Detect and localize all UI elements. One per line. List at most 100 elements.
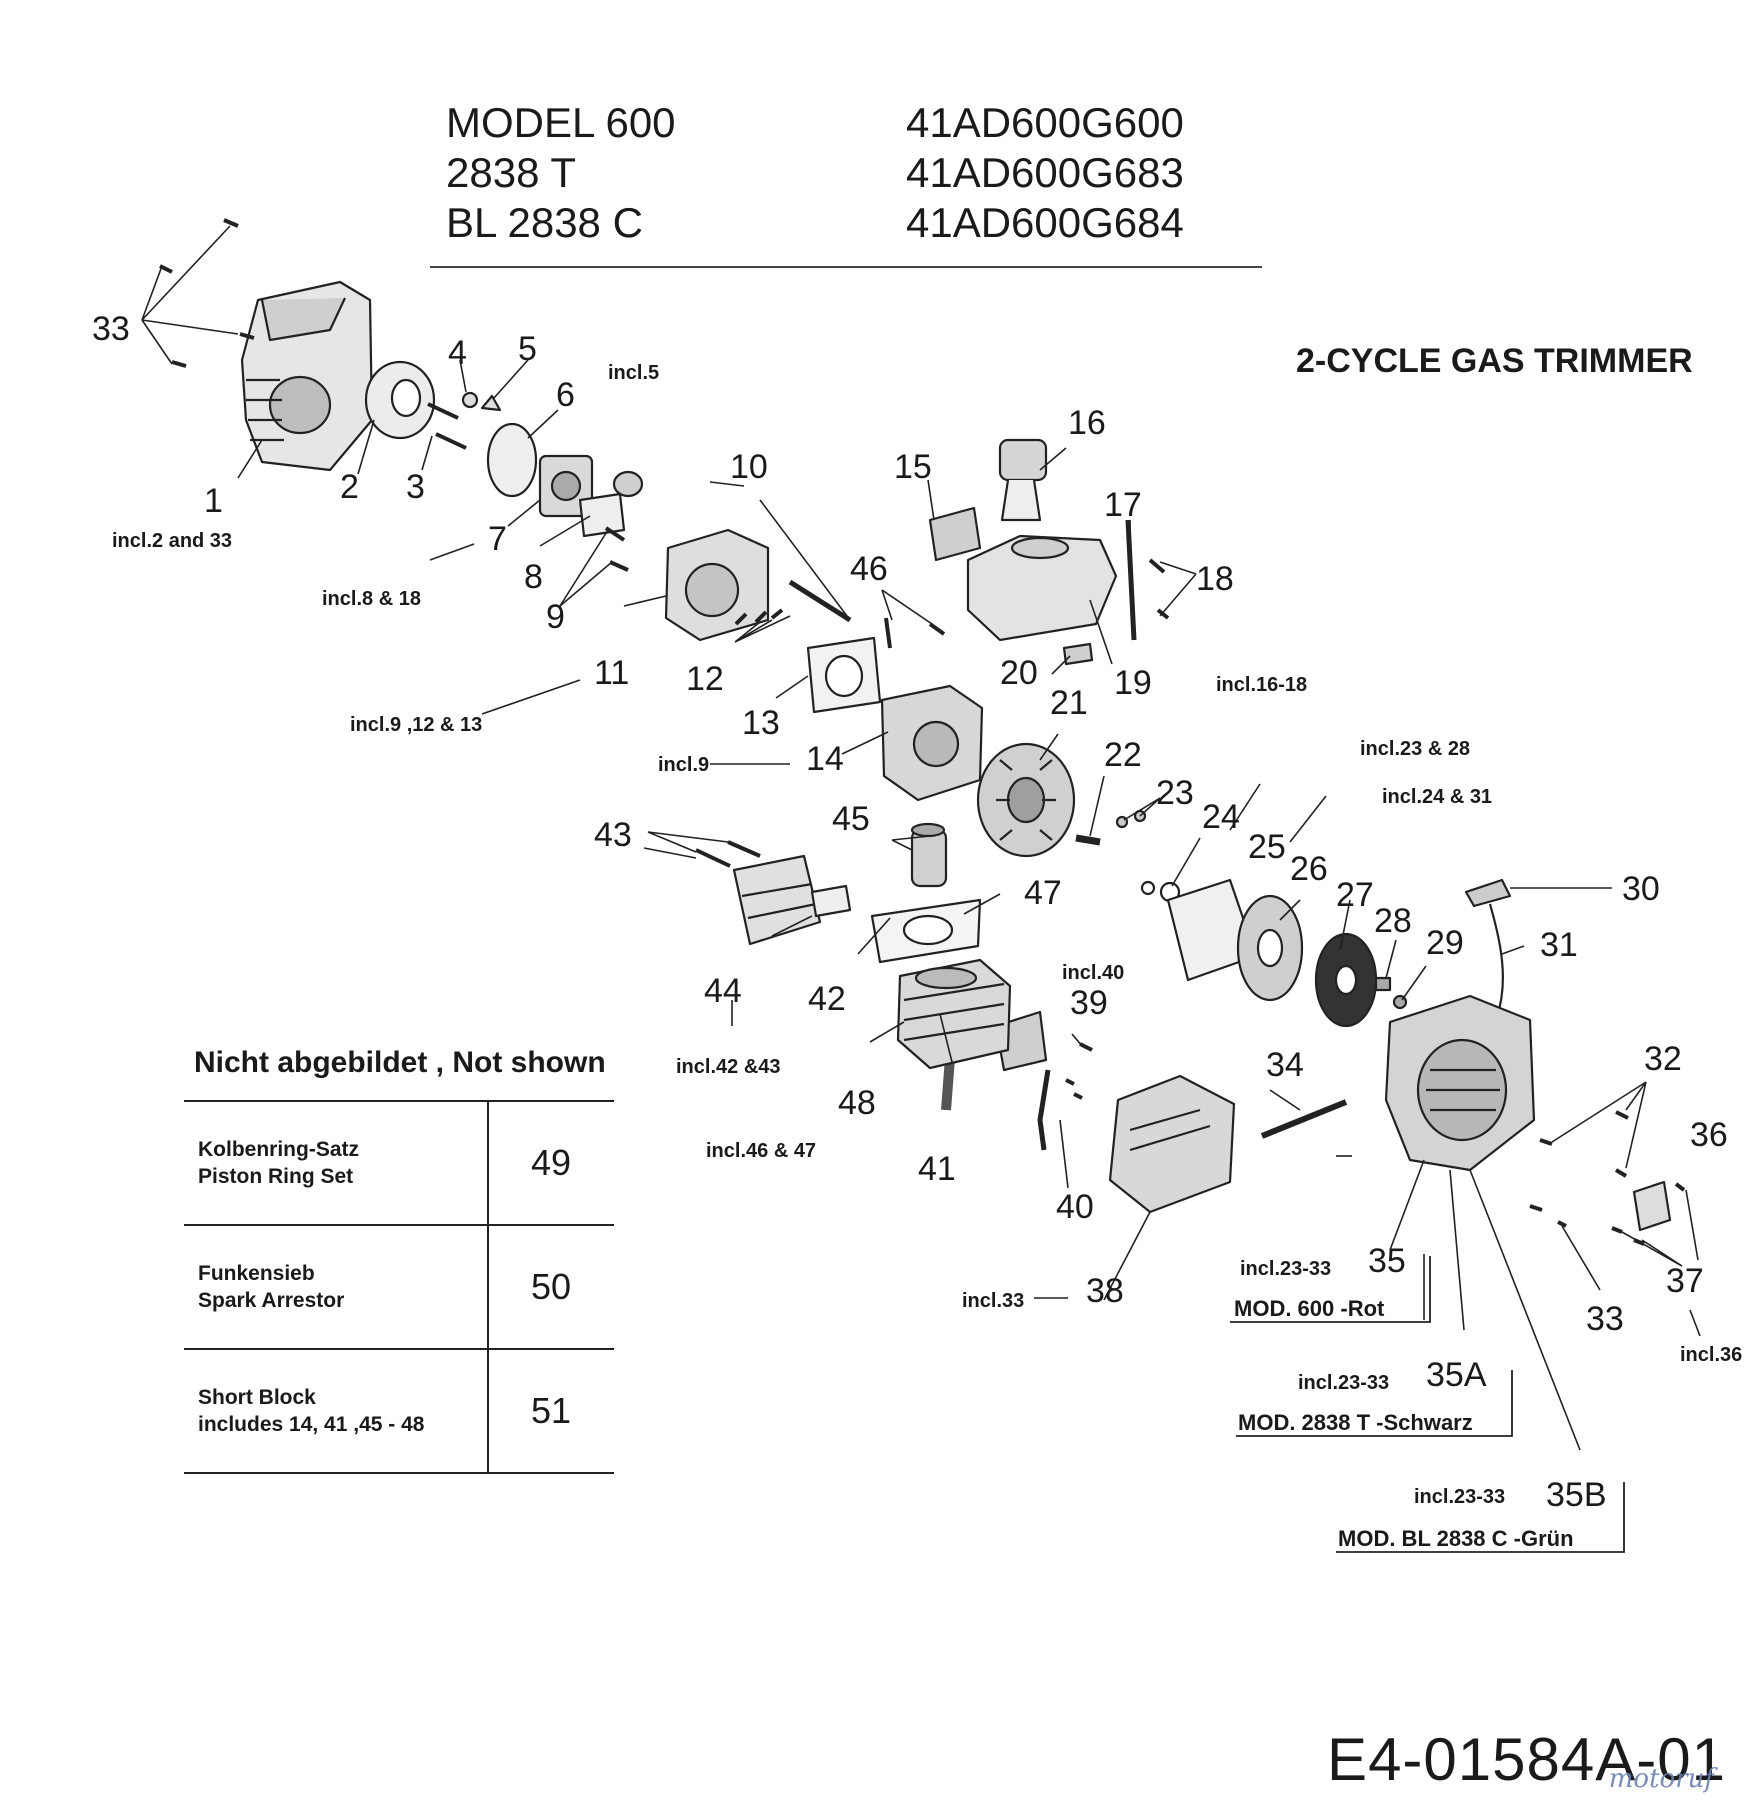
part-8-gasket — [578, 492, 626, 538]
not-shown-title: Nicht abgebildet , Not shown — [194, 1046, 606, 1079]
note-part-35b: incl.23-33 — [1414, 1486, 1506, 1508]
part-number: 49 — [488, 1100, 614, 1226]
header-model-1: MODEL 600 — [446, 99, 676, 146]
row-description: Short Block includes 14, 41 ,45 - 48 — [184, 1348, 489, 1474]
part-48-cylinder — [896, 958, 1012, 1070]
note-part-37: incl.36 — [1680, 1344, 1743, 1366]
part-18-grommets — [1148, 558, 1170, 620]
callout-4: 4 — [448, 334, 467, 372]
callout-28: 28 — [1374, 902, 1412, 940]
callout-34: 34 — [1266, 1046, 1304, 1084]
part-12-clips — [734, 608, 784, 626]
part-number: 51 — [488, 1348, 614, 1474]
part-1-crankcase — [240, 280, 374, 472]
row-description: Kolbenring-Satz Piston Ring Set — [184, 1100, 489, 1226]
callout-25: 25 — [1248, 828, 1286, 866]
callout-37: 37 — [1666, 1262, 1704, 1300]
callout-35: 35 — [1368, 1242, 1406, 1280]
callout-41: 41 — [918, 1150, 956, 1188]
part-16-fuel-cap — [998, 438, 1048, 522]
note-part-38: incl.33 — [962, 1290, 1025, 1312]
description-de: Short Block — [198, 1386, 316, 1409]
callout-22: 22 — [1104, 736, 1142, 774]
callout-32: 32 — [1644, 1040, 1682, 1078]
callout-17: 17 — [1104, 486, 1142, 524]
part-21-flywheel — [976, 742, 1076, 858]
part-20-clip — [1062, 642, 1094, 666]
callout-35a: 35A — [1426, 1356, 1487, 1394]
leader-lines — [141, 225, 1701, 1451]
part-33-screws — [1529, 1204, 1567, 1228]
part-35-starter-housing — [1384, 994, 1536, 1172]
part-46-bolts — [884, 617, 946, 649]
callout-31: 31 — [1540, 926, 1578, 964]
callout-12: 12 — [686, 660, 724, 698]
note-part-11: incl.9 ,12 & 13 — [350, 714, 483, 736]
callout-36: 36 — [1690, 1116, 1728, 1154]
callout-7: 7 — [488, 520, 507, 558]
not-shown-table: Kolbenring-Satz Piston Ring Set 49 Funke… — [184, 1100, 614, 1474]
header-number-3: 41AD600G684 — [906, 199, 1184, 246]
note-part-48: incl.46 & 47 — [706, 1140, 817, 1162]
callout-14: 14 — [806, 740, 844, 778]
callout-42: 42 — [808, 980, 846, 1018]
note-part-14: incl.9 — [658, 754, 710, 776]
description-de: Kolbenring-Satz — [198, 1138, 359, 1161]
callout-39: 39 — [1070, 984, 1108, 1022]
note-part-7: incl.8 & 18 — [322, 588, 421, 610]
callout-9: 9 — [546, 598, 565, 636]
part-43-bolts — [695, 840, 761, 868]
model-label-35a: MOD. 2838 T -Schwarz — [1238, 1410, 1473, 1435]
part-34-cable — [1260, 1099, 1348, 1139]
part-5 — [480, 394, 502, 412]
part-24-washer — [1140, 880, 1156, 896]
part-3-screws — [427, 402, 467, 450]
part-4 — [461, 391, 479, 409]
part-30-handle — [1464, 878, 1512, 908]
document-number: E4-01584A-01 — [1327, 1726, 1726, 1793]
diagram-title: 2-CYCLE GAS TRIMMER — [1296, 342, 1693, 380]
part-31-rope — [1488, 903, 1505, 1021]
header-model-2: 2838 T — [446, 149, 576, 196]
part-17-fuel-line — [1125, 519, 1137, 641]
model-brackets — [1230, 1256, 1625, 1553]
part-9-bolts — [604, 526, 629, 572]
part-40-screws — [1065, 1042, 1093, 1100]
part-2-bearing — [364, 360, 436, 440]
header-number-1: 41AD600G600 — [906, 99, 1184, 146]
callout-10: 10 — [730, 448, 768, 486]
note-incl-5: incl.5 — [608, 362, 660, 384]
callout-18: 18 — [1196, 560, 1234, 598]
note-part-35a: incl.23-33 — [1298, 1372, 1390, 1394]
table-row: Kolbenring-Satz Piston Ring Set 49 — [184, 1100, 614, 1226]
table-row: Short Block includes 14, 41 ,45 - 48 51 — [184, 1348, 614, 1474]
part-45-piston — [910, 822, 948, 888]
callout-38: 38 — [1086, 1272, 1124, 1310]
part-36 — [1674, 1182, 1686, 1192]
callout-24: 24 — [1202, 798, 1240, 836]
description-en: Piston Ring Set — [198, 1165, 354, 1188]
header-rule — [430, 266, 1262, 268]
callout-33-top: 33 — [92, 310, 130, 348]
model-label-35b: MOD. BL 2838 C -Grün — [1338, 1526, 1574, 1551]
part-10-rod — [788, 579, 852, 623]
part-22-stud — [1075, 834, 1101, 846]
part-number: 50 — [488, 1224, 614, 1350]
callout-35b: 35B — [1546, 1476, 1607, 1514]
part-15-foam — [928, 506, 982, 562]
part-37-clamp — [1632, 1180, 1672, 1232]
description-en: Spark Arrestor — [198, 1289, 345, 1312]
callout-2: 2 — [340, 468, 359, 506]
callout-1: 1 — [204, 482, 223, 520]
description-en: includes 14, 41 ,45 - 48 — [198, 1413, 425, 1436]
callout-11: 11 — [594, 654, 630, 692]
callout-44: 44 — [704, 972, 742, 1010]
part-38-shroud — [1108, 1074, 1236, 1214]
row-description: Funkensieb Spark Arrestor — [184, 1224, 489, 1350]
callout-5: 5 — [518, 330, 537, 368]
part-7-carburetor — [538, 454, 594, 518]
callout-30: 30 — [1622, 870, 1660, 908]
header-model-3: BL 2838 C — [446, 199, 643, 246]
callout-20: 20 — [1000, 654, 1038, 692]
